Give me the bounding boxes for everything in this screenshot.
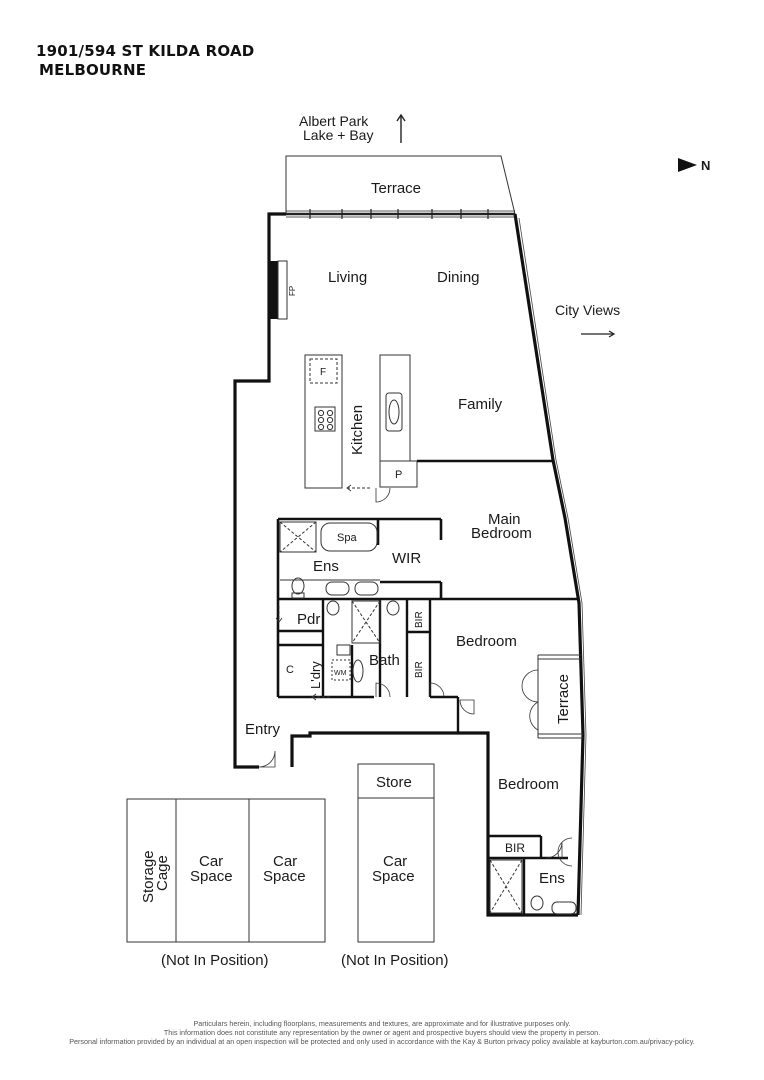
parking-right (357, 763, 435, 943)
room-label-living: Living (328, 269, 367, 286)
city-views-label: City Views (555, 302, 620, 318)
room-label-bir-3: BIR (505, 841, 525, 855)
pantry (379, 459, 553, 488)
address-line-1: 1901/594 ST KILDA ROAD (36, 42, 255, 60)
powder-arrow-icon (275, 606, 283, 623)
room-label-entry: Entry (245, 721, 281, 738)
room-label-bath: Bath (369, 652, 400, 669)
room-label-dining: Dining (437, 269, 480, 286)
car-space-1-label-1: Car (199, 853, 223, 870)
terrace-top (285, 155, 516, 215)
address-line-2: MELBOURNE (39, 61, 147, 79)
cooktop-icon (317, 409, 334, 431)
main-bedroom-walls (276, 517, 579, 697)
laundry-arrow-icon (311, 693, 330, 701)
bedroom-2-walls (430, 695, 488, 735)
car-space-3-label-1: Car (383, 853, 407, 870)
fireplace: FP (269, 260, 297, 320)
car-space-3-label-2: Space (372, 868, 415, 885)
north-arrow-icon (678, 158, 697, 172)
wm-label: WM (334, 670, 347, 677)
storage-cage-label-2: Cage (154, 855, 171, 891)
door-swing (557, 837, 573, 867)
room-label-bedroom-2: Bedroom (456, 633, 517, 650)
disclaimer-line-2: This information does not constitute any… (163, 1028, 601, 1037)
room-label-terrace: Terrace (371, 180, 421, 197)
room-label-bir-2: BIR (414, 661, 425, 678)
albert-park-label-2: Lake + Bay (303, 127, 373, 143)
service-fixtures (326, 600, 400, 683)
spa-label: Spa (337, 532, 357, 544)
door-swing (375, 487, 391, 503)
store-label: Store (376, 774, 412, 791)
room-label-main-bedroom-2: Bedroom (471, 525, 532, 542)
room-label-powder: Pdr (297, 611, 320, 628)
not-in-position-2: (Not In Position) (341, 952, 449, 969)
room-label-bedroom-3: Bedroom (498, 776, 559, 793)
north-compass: N (678, 158, 710, 173)
car-space-1-label-2: Space (190, 868, 233, 885)
door-swing (521, 669, 539, 703)
room-label-kitchen: Kitchen (349, 405, 366, 455)
fridge-label: F (320, 367, 326, 378)
disclaimer-line-3: Personal information provided by an indi… (69, 1037, 695, 1046)
floor-plan: N Albert Park Lake + Bay City Views (126, 113, 710, 969)
room-label-terrace-side: Terrace (555, 674, 572, 724)
storage-cage-label-1: Storage (140, 850, 157, 903)
fireplace-label: FP (288, 286, 297, 296)
terrace-side (537, 654, 583, 739)
room-label-main-bedroom-1: Main (488, 511, 521, 528)
parking-left (126, 798, 326, 943)
room-label-cupboard: C (286, 664, 294, 676)
ensuite-3-fixtures (489, 859, 577, 915)
window-east (518, 217, 587, 916)
door-swing (529, 701, 539, 731)
window-top (286, 209, 515, 219)
not-in-position-1: (Not In Position) (161, 952, 269, 969)
door-swing (459, 699, 475, 715)
car-space-2-label-2: Space (263, 868, 306, 885)
room-label-ensuite-3: Ens (539, 870, 565, 887)
entry-door-swing (258, 750, 276, 768)
bedroom-3-walls (488, 834, 568, 915)
room-label-laundry: L'dry (308, 661, 323, 689)
outer-walls (233, 212, 585, 917)
room-label-bir-1: BIR (414, 611, 425, 628)
ensuite-main (279, 521, 380, 599)
room-label-family: Family (458, 396, 503, 413)
up-arrow-icon (396, 113, 406, 143)
albert-park-label-1: Albert Park (299, 113, 369, 129)
right-arrow-icon (581, 330, 616, 338)
door-swing (429, 682, 445, 698)
room-label-ensuite-main: Ens (313, 558, 339, 575)
pantry-label: P (395, 469, 402, 481)
car-space-2-label-1: Car (273, 853, 297, 870)
disclaimer-line-1: Particulars herein, including floorplans… (193, 1019, 571, 1028)
property-address: 1901/594 ST KILDA ROAD MELBOURNE (36, 42, 254, 80)
kitchen-arrow-icon (346, 484, 370, 492)
door-swing (375, 682, 391, 698)
disclaimer: Particulars herein, including floorplans… (0, 1019, 764, 1046)
room-label-wir: WIR (392, 550, 421, 567)
door-swing (545, 841, 563, 859)
kitchen (304, 354, 411, 489)
north-label: N (701, 158, 710, 173)
